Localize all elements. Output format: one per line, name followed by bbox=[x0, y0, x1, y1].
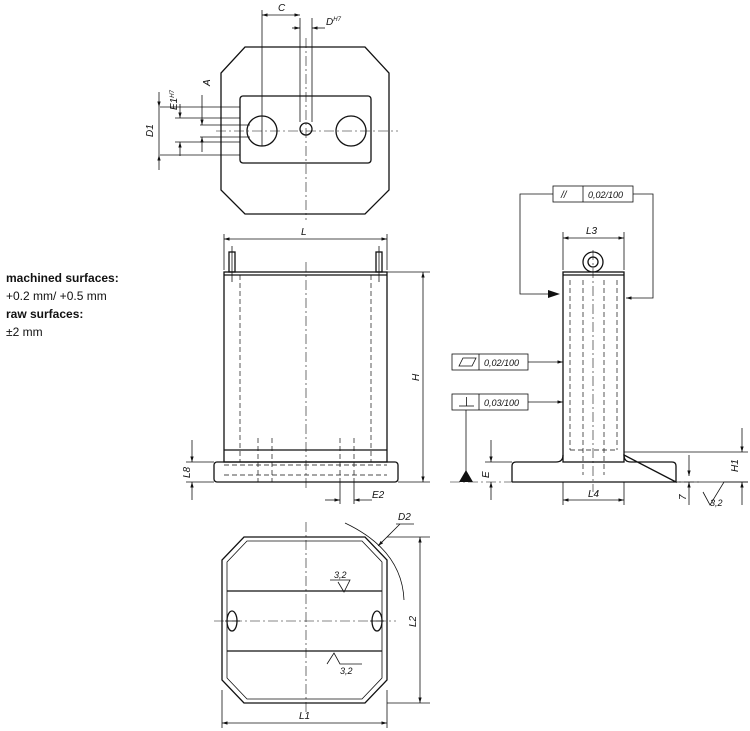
svg-text:0,03/100: 0,03/100 bbox=[484, 398, 519, 408]
dim-e1-label: E1H7 bbox=[169, 89, 180, 110]
datum-triangle bbox=[459, 470, 473, 482]
dim-d-label: DH7 bbox=[326, 17, 342, 28]
machined-label: machined surfaces: bbox=[6, 271, 119, 285]
raw-label: raw surfaces: bbox=[6, 307, 84, 321]
svg-text:0,02/100: 0,02/100 bbox=[484, 358, 519, 368]
dim-d1-label: D1 bbox=[145, 124, 156, 137]
dim-h1-label: H1 bbox=[730, 459, 741, 472]
dim-e-label: E bbox=[481, 471, 492, 478]
svg-text://: // bbox=[560, 190, 568, 201]
dim-l-label: L bbox=[301, 227, 307, 238]
bottom-view: D2 3,2 3,2 L1 L2 bbox=[214, 512, 430, 728]
side-ring-inner bbox=[587, 256, 599, 268]
flatness-frame: 0,02/100 bbox=[451, 353, 529, 371]
front-body bbox=[223, 271, 388, 463]
parallelism-frame: // 0,02/100 bbox=[552, 185, 634, 203]
side-body bbox=[562, 271, 625, 463]
roughness-symbol-bottom-2 bbox=[326, 652, 362, 665]
svg-text:3,2: 3,2 bbox=[334, 570, 347, 580]
top-slot bbox=[239, 95, 372, 164]
front-view: L H L8 E2 bbox=[182, 227, 430, 504]
dim-a-label: A bbox=[202, 79, 213, 87]
dim-d2-label: D2 bbox=[398, 512, 411, 523]
dim-h-label: H bbox=[411, 373, 422, 381]
svg-text:3,2: 3,2 bbox=[340, 666, 353, 676]
roughness-side-value: 3,2 bbox=[710, 498, 723, 508]
dim-c-label: C bbox=[278, 3, 286, 14]
tolerance-notes: machined surfaces: +0.2 mm/ +0.5 mm raw … bbox=[6, 269, 119, 341]
dim-l4-label: L4 bbox=[588, 489, 600, 500]
raw-value: ±2 mm bbox=[6, 325, 43, 339]
side-view: L3 L4 E H1 7 3,2 // 0,02/100 bbox=[450, 185, 748, 508]
side-base bbox=[511, 453, 677, 484]
top-view: C DH7 A E1H7 D1 bbox=[145, 3, 398, 220]
dim-l8-label: L8 bbox=[182, 466, 193, 478]
d2-radius-arc bbox=[344, 522, 405, 601]
bottom-view-inner-outline bbox=[226, 540, 383, 700]
machined-value: +0.2 mm/ +0.5 mm bbox=[6, 289, 107, 303]
dim-l2-label: L2 bbox=[408, 615, 419, 627]
dim-e2-label: E2 bbox=[372, 490, 385, 501]
perpendicularity-frame: 0,03/100 bbox=[451, 393, 529, 411]
dim-7-label: 7 bbox=[678, 494, 689, 500]
dim-l3-label: L3 bbox=[586, 226, 598, 237]
roughness-symbol-bottom-1 bbox=[330, 579, 351, 593]
top-view-outline bbox=[220, 46, 390, 215]
svg-text:0,02/100: 0,02/100 bbox=[588, 190, 623, 200]
dim-l1-label: L1 bbox=[299, 711, 310, 722]
side-ring-outer bbox=[582, 251, 604, 273]
bottom-view-outline bbox=[221, 536, 388, 704]
roughness-symbol-side bbox=[702, 481, 748, 506]
